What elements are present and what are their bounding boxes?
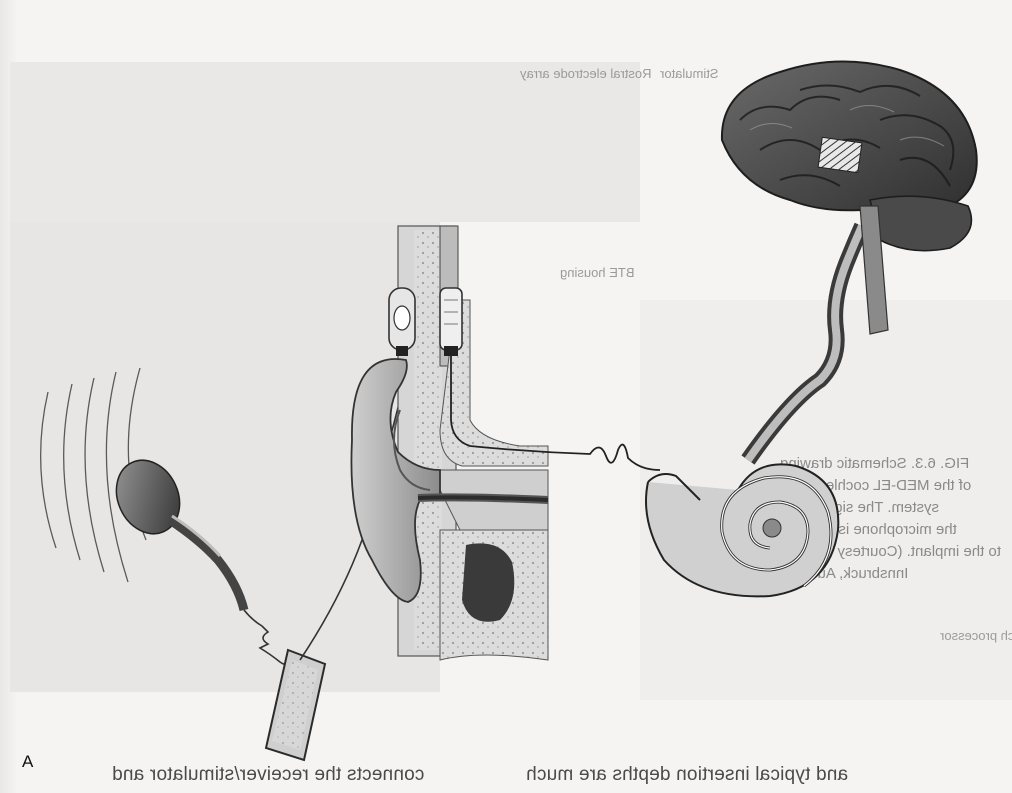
- coil-icon: [389, 288, 415, 356]
- brain-icon: [722, 61, 977, 334]
- cochlea-icon: [646, 464, 838, 596]
- speech-processor-icon: [266, 650, 325, 760]
- microphone-icon: [105, 450, 244, 610]
- panel-label: A: [22, 752, 33, 772]
- head-cross-section: [398, 226, 548, 660]
- nerve-icon: [748, 226, 862, 460]
- receiver-icon: [440, 288, 462, 356]
- auditory-cortex-highlight: [818, 137, 862, 172]
